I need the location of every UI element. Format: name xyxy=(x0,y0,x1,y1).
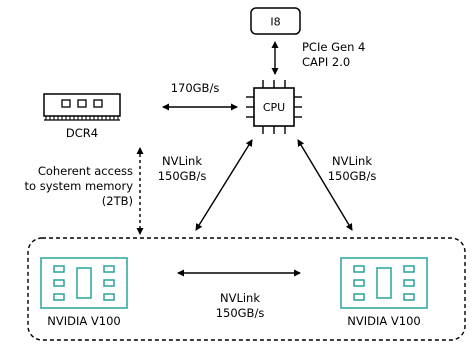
cpu-gpu-right-arrow xyxy=(297,139,353,231)
cpu-gpu-right-label-1: NVLink xyxy=(332,154,372,168)
coherent-label-3: (2TB) xyxy=(102,194,133,208)
cpu-io-label-1: PCIe Gen 4 xyxy=(302,40,365,54)
memory-stick-icon xyxy=(43,93,121,121)
cpu-io-label-2: CAPI 2.0 xyxy=(302,55,350,69)
gpu-right-icon xyxy=(340,257,428,309)
cpu-label: CPU xyxy=(263,101,285,114)
cpu-gpu-left-label-2: 150GB/s xyxy=(158,169,207,183)
cpu-gpu-left-label-1: NVLink xyxy=(162,154,202,168)
gpu-left-label: NVIDIA V100 xyxy=(47,314,120,328)
cpu-memory-label: 170GB/s xyxy=(171,81,220,95)
gpu-group-container xyxy=(27,237,466,341)
cpu-gpu-left-arrow xyxy=(195,139,253,231)
gpu-right-label: NVIDIA V100 xyxy=(347,314,420,328)
cpu-gpu-right-label-2: 150GB/s xyxy=(328,169,377,183)
gpu-gpu-label-1: NVLink xyxy=(220,291,260,305)
cpu-chip-icon: CPU xyxy=(246,80,302,134)
gpu-gpu-label-2: 150GB/s xyxy=(216,306,265,320)
io-node: I8 xyxy=(250,7,301,35)
coherent-label-1: Coherent access xyxy=(38,164,133,178)
io-label: I8 xyxy=(270,16,280,29)
gpu-left-icon xyxy=(40,257,128,309)
memory-label: DCR4 xyxy=(66,126,98,140)
coherent-label-2: to system memory xyxy=(25,179,134,193)
